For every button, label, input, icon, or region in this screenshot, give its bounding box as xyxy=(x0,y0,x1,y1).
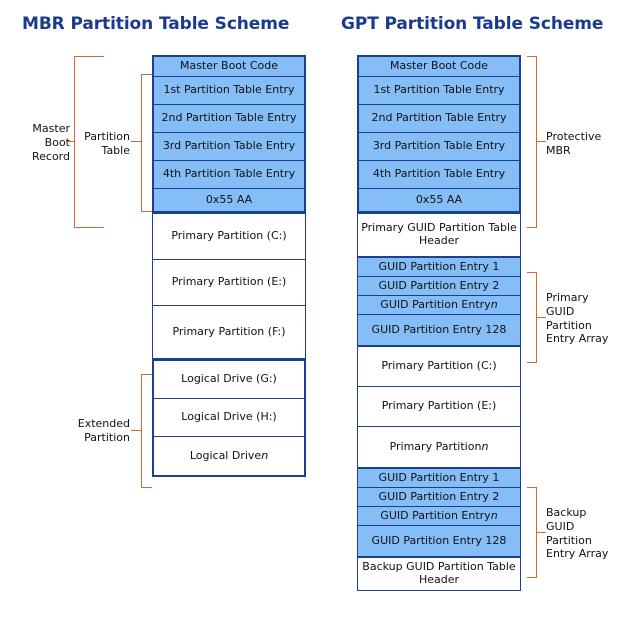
gpt-block-primary-guid-entry-1: GUID Partition Entry 1 xyxy=(358,258,520,277)
bracket-master-boot-record xyxy=(74,56,104,228)
bracket-label-protective-mbr: Protective MBR xyxy=(546,130,602,157)
mbr-block-signature: 0x55 AA xyxy=(154,189,304,211)
bracket-tick-backup-guid-entry-array xyxy=(537,532,546,533)
bracket-label-backup-guid-entry-array: Backup GUID Partition Entry Array xyxy=(546,506,609,561)
gpt-block-primary-guid-entry-2: GUID Partition Entry 2 xyxy=(358,277,520,296)
gpt-partition-column: Master Boot Code 1st Partition Table Ent… xyxy=(357,55,521,591)
bracket-backup-guid-entry-array xyxy=(527,487,537,578)
mbr-block-partition-entry-3: 3rd Partition Table Entry xyxy=(154,133,304,161)
mbr-scheme-title: MBR Partition Table Scheme xyxy=(22,14,290,34)
bracket-extended-partition xyxy=(141,374,152,488)
gpt-block-backup-guid-entry-1: GUID Partition Entry 1 xyxy=(358,469,520,488)
bracket-label-primary-guid-entry-array: Primary GUID Partition Entry Array xyxy=(546,291,609,346)
gpt-block-primary-guid-entry-n: GUID Partition Entry n xyxy=(358,296,520,315)
mbr-primary-partitions-group: Primary Partition (C:) Primary Partition… xyxy=(152,213,306,359)
bracket-tick-master-boot-record xyxy=(66,141,75,142)
mbr-block-partition-entry-1: 1st Partition Table Entry xyxy=(154,77,304,105)
gpt-primary-partitions-group: Primary Partition (C:) Primary Partition… xyxy=(357,346,521,468)
mbr-partition-column: Master Boot Code 1st Partition Table Ent… xyxy=(152,55,306,477)
bracket-tick-extended-partition xyxy=(131,430,141,431)
gpt-block-primary-guid-entry-128: GUID Partition Entry 128 xyxy=(358,315,520,345)
bracket-label-master-boot-record: Master Boot Record xyxy=(31,122,70,163)
gpt-primary-header-group: Primary GUID Partition Table Header xyxy=(357,213,521,257)
mbr-block-logical-drive-h: Logical Drive (H:) xyxy=(154,399,304,437)
gpt-backup-entry-array-group: GUID Partition Entry 1 GUID Partition En… xyxy=(357,468,521,557)
gpt-block-partition-entry-2: 2nd Partition Table Entry xyxy=(359,105,519,133)
gpt-block-signature: 0x55 AA xyxy=(359,189,519,211)
bracket-tick-primary-guid-entry-array xyxy=(537,317,546,318)
bracket-primary-guid-entry-array xyxy=(527,272,537,363)
gpt-block-primary-partition-n: Primary Partition n xyxy=(358,427,520,467)
mbr-boot-record-group: Master Boot Code 1st Partition Table Ent… xyxy=(152,55,306,213)
gpt-backup-header-group: Backup GUID Partition Table Header xyxy=(357,557,521,591)
mbr-block-partition-entry-4: 4th Partition Table Entry xyxy=(154,161,304,189)
bracket-partition-table xyxy=(141,74,152,212)
gpt-protective-mbr-group: Master Boot Code 1st Partition Table Ent… xyxy=(357,55,521,213)
gpt-block-backup-guid-entry-n: GUID Partition Entry n xyxy=(358,507,520,526)
gpt-scheme-title: GPT Partition Table Scheme xyxy=(341,14,604,34)
bracket-tick-partition-table xyxy=(131,141,141,142)
mbr-block-master-boot-code: Master Boot Code xyxy=(154,57,304,77)
mbr-extended-partition-group: Logical Drive (G:) Logical Drive (H:) Lo… xyxy=(152,359,306,477)
mbr-block-logical-drive-g: Logical Drive (G:) xyxy=(154,361,304,399)
gpt-block-primary-partition-c: Primary Partition (C:) xyxy=(358,347,520,387)
gpt-block-backup-guid-entry-2: GUID Partition Entry 2 xyxy=(358,488,520,507)
gpt-block-primary-partition-e: Primary Partition (E:) xyxy=(358,387,520,427)
bracket-label-extended-partition: Extended Partition xyxy=(77,417,130,444)
bracket-protective-mbr xyxy=(527,56,537,228)
gpt-block-backup-guid-entry-128: GUID Partition Entry 128 xyxy=(358,526,520,556)
gpt-block-primary-guid-header: Primary GUID Partition Table Header xyxy=(358,214,520,256)
gpt-block-partition-entry-3: 3rd Partition Table Entry xyxy=(359,133,519,161)
gpt-block-master-boot-code: Master Boot Code xyxy=(359,57,519,77)
mbr-block-logical-drive-n: Logical Drive n xyxy=(154,437,304,475)
mbr-block-primary-partition-e: Primary Partition (E:) xyxy=(153,260,305,306)
bracket-tick-protective-mbr xyxy=(537,141,546,142)
gpt-block-partition-entry-4: 4th Partition Table Entry xyxy=(359,161,519,189)
gpt-primary-entry-array-group: GUID Partition Entry 1 GUID Partition En… xyxy=(357,257,521,346)
mbr-block-primary-partition-c: Primary Partition (C:) xyxy=(153,214,305,260)
gpt-block-backup-guid-header: Backup GUID Partition Table Header xyxy=(358,558,520,590)
mbr-block-primary-partition-f: Primary Partition (F:) xyxy=(153,306,305,358)
bracket-label-partition-table: Partition Table xyxy=(84,130,130,157)
gpt-block-partition-entry-1: 1st Partition Table Entry xyxy=(359,77,519,105)
mbr-block-partition-entry-2: 2nd Partition Table Entry xyxy=(154,105,304,133)
